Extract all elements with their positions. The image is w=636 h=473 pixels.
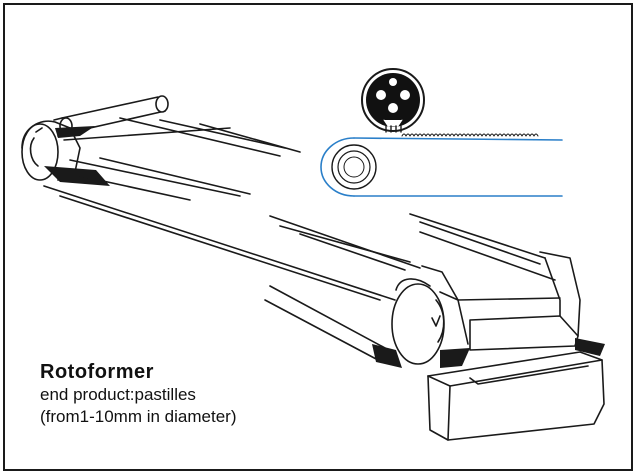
right-cover	[457, 251, 605, 356]
diagram-title: Rotoformer	[40, 361, 154, 383]
pastilles-row	[401, 133, 539, 137]
caption-block: Rotoformer end product:pastilles (from1-…	[40, 360, 237, 428]
rotoformer-head	[361, 68, 425, 133]
front-drum	[372, 265, 470, 368]
cooling-belt	[320, 133, 563, 197]
discharge-trough	[427, 351, 605, 441]
left-drum	[21, 120, 110, 186]
steel-belt	[43, 117, 556, 361]
caption-line-2: (from1-10mm in diameter)	[40, 407, 237, 426]
caption-line-1: end product:pastilles	[40, 385, 196, 404]
